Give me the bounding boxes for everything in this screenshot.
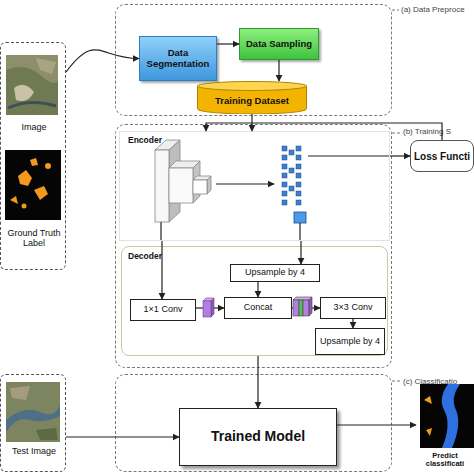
node-label: 1×1 Conv	[144, 305, 183, 315]
dashed-leader	[392, 133, 401, 134]
process-box: Upsample by 4	[315, 328, 385, 355]
output-panel: Predict classificati	[416, 378, 474, 472]
feature-block	[203, 298, 214, 317]
model-box: Trained Model	[179, 408, 337, 466]
process-box: 3×3 Conv	[320, 297, 386, 319]
feature-vector	[294, 212, 306, 223]
node-label: Ground Truth Label	[6, 229, 62, 249]
flow-arrow	[257, 356, 258, 408]
node-label: Training Dataset	[215, 96, 289, 106]
flow-arrow	[206, 123, 442, 140]
cylinder-top	[198, 82, 307, 91]
test-image	[6, 382, 60, 442]
flow-arrow	[161, 241, 162, 299]
concat-block	[293, 297, 312, 316]
input-panel: Test Image	[0, 374, 66, 472]
dashed-leader	[392, 381, 401, 382]
prediction-image	[420, 384, 474, 448]
node-label: Image	[1, 123, 67, 133]
flow-arrow	[352, 319, 353, 328]
node-label: Upsample by 4	[320, 337, 380, 347]
process-box: Concat	[224, 297, 292, 319]
process-box: Data Segmentation	[139, 36, 217, 81]
process-box: Data Sampling	[239, 28, 319, 60]
loss-box: Loss Functi	[410, 140, 474, 172]
feature-grid	[282, 146, 301, 205]
node-label: Data Sampling	[246, 39, 312, 49]
dataset-cylinder: Training Dataset	[197, 81, 307, 114]
flow-arrow	[337, 424, 416, 425]
feature-arrow	[216, 183, 274, 184]
input-panel: ImageGround Truth Label	[0, 42, 66, 270]
flow-arrow	[257, 282, 258, 297]
node-label: Upsample by 4	[245, 268, 305, 278]
stage-heading: (a) Data Preproce	[401, 6, 465, 15]
satellite-image	[6, 55, 58, 115]
flow-arrow	[196, 307, 224, 308]
label-image	[5, 150, 61, 220]
flow-arrow	[217, 43, 239, 44]
flow-arrow	[66, 436, 179, 437]
dashed-leader	[392, 10, 399, 11]
node-label: Test Image	[1, 447, 67, 457]
stage-group: (b) Training SEncoderDecoderUpsample by …	[115, 124, 392, 368]
section-label: Encoder	[128, 136, 162, 145]
stage-group: (a) Data PreproceData SegmentationData S…	[115, 4, 392, 116]
stage-heading: (b) Training S	[403, 128, 451, 137]
node-label: Trained Model	[211, 429, 305, 444]
flow-arrow	[292, 307, 320, 308]
node-label: Predict classificati	[416, 452, 474, 469]
node-label: Loss Functi	[414, 151, 470, 162]
wire	[308, 155, 389, 156]
flow-arrow	[300, 241, 301, 264]
stage-heading: (c) Classificatio	[403, 378, 457, 387]
node-label: Concat	[244, 303, 273, 313]
process-box: 1×1 Conv	[130, 299, 196, 321]
node-label: 3×3 Conv	[334, 303, 373, 313]
conv-blocks	[155, 140, 211, 222]
stage-group: (c) ClassificatioTrained Model	[115, 374, 392, 472]
section-label: Decoder	[128, 252, 162, 261]
flow-arrow	[390, 155, 410, 156]
encoder-panel: Encoder	[119, 131, 390, 241]
process-box: Upsample by 4	[230, 264, 320, 282]
node-label: Data Segmentation	[140, 48, 216, 69]
wire	[299, 223, 300, 240]
flow-arrow	[251, 114, 252, 131]
wire	[160, 222, 161, 240]
flow-arrow	[66, 50, 139, 72]
flow-arrow	[278, 60, 279, 81]
decoder-panel: DecoderUpsample by 4 1×1 Conv Concat 3×3 Co…	[121, 246, 388, 356]
